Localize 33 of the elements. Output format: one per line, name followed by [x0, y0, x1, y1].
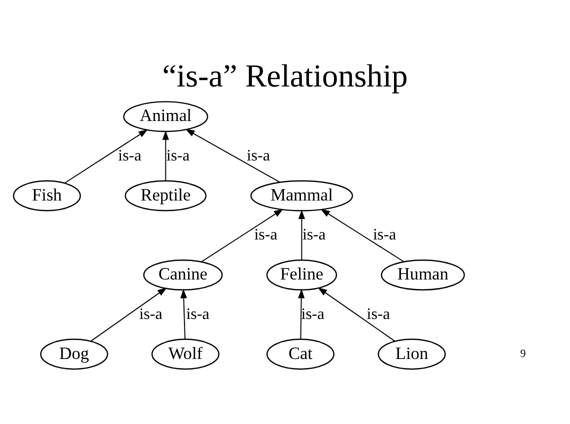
node-ellipse: Reptile: [124, 180, 207, 211]
arrow: [318, 286, 396, 342]
node-ellipse: Feline: [266, 258, 338, 290]
edge-label: is-a: [246, 146, 270, 164]
arrow: [320, 208, 404, 262]
edge-label: is-a: [166, 146, 190, 164]
arrow: [64, 128, 148, 183]
edge-label: is-a: [366, 305, 390, 322]
node-ellipse: Fish: [12, 180, 81, 211]
label: 9: [520, 347, 526, 360]
arrow: [90, 287, 167, 341]
arrow: [298, 288, 305, 340]
arrow: [298, 209, 305, 260]
diagram-title: “is-a” Relationship: [162, 57, 408, 94]
arrow: [201, 208, 284, 262]
node-ellipse: Mammal: [250, 180, 354, 211]
edge-label: is-a: [186, 305, 210, 322]
node-ellipse: Cat: [266, 338, 334, 370]
node-ellipse: Wolf: [151, 338, 220, 370]
edge-label: is-a: [301, 305, 324, 322]
arrow: [180, 288, 187, 340]
edge-label: is-a: [302, 226, 326, 244]
edge-label: is-a: [139, 305, 162, 322]
node-ellipse: Human: [380, 258, 465, 290]
node-ellipse: Animal: [123, 100, 208, 132]
arrow: [185, 128, 280, 182]
edge-label: is-a: [118, 146, 142, 164]
arrow: [162, 130, 169, 181]
edge-label: is-a: [254, 226, 278, 244]
node-ellipse: Dog: [40, 338, 108, 370]
node-ellipse: Canine: [143, 258, 223, 290]
node-ellipse: Lion: [378, 338, 446, 370]
edge-label: is-a: [372, 226, 396, 244]
